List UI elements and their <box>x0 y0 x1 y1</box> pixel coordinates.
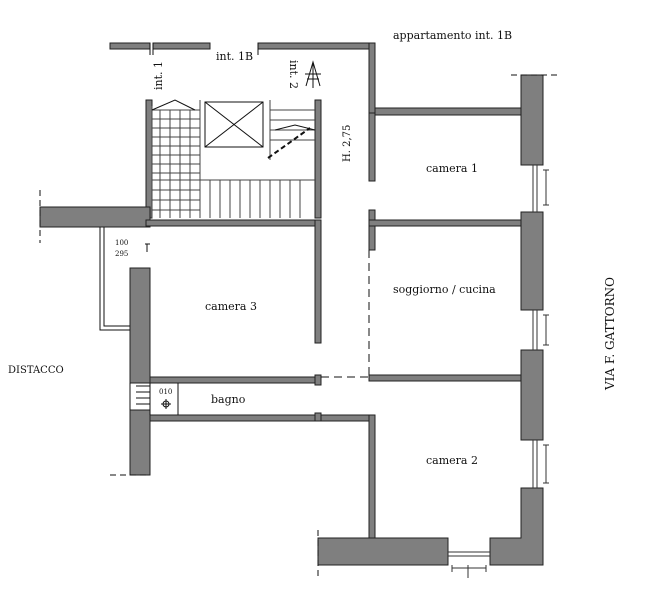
wall-soggiorno-bottom <box>368 374 522 382</box>
wall-camera1-bottom <box>368 219 522 227</box>
elevator-cross <box>204 101 264 148</box>
wall-stair-right <box>314 99 322 219</box>
landing-label: int. 1B <box>216 50 253 63</box>
wall-bagno-bottom <box>149 414 318 422</box>
room-camera3: camera 3 <box>205 300 257 313</box>
unit-right-label: int. 2 <box>287 60 300 89</box>
wall-soggiorno-left <box>368 225 376 251</box>
wall-landing-top-right <box>257 42 376 50</box>
street-label: VIA F. GATTORNO <box>603 277 617 391</box>
door-dimension-bottom: 295 <box>115 250 128 258</box>
walls <box>39 42 544 566</box>
labels: appartamento int. 1B int. 1B int. 1 int.… <box>8 29 617 467</box>
elevator-shaft <box>204 101 264 148</box>
vent-fan-icon <box>161 399 171 409</box>
stair-arrow <box>151 99 196 111</box>
door-dimension-top: 100 <box>115 239 128 247</box>
facade-windows <box>448 165 549 578</box>
wall-corridor-stub <box>314 374 322 386</box>
wall-corridor-top-right <box>368 42 376 114</box>
wall-camera2-bottom <box>317 537 449 566</box>
wall-stair-bottom <box>145 219 317 227</box>
wall-bagno-left <box>129 409 151 476</box>
wall-corridor-left <box>314 219 322 344</box>
wall-bagno-top <box>149 376 316 384</box>
room-camera1: camera 1 <box>426 162 478 175</box>
room-bagno: bagno <box>211 393 246 406</box>
stair-break-line <box>267 127 311 159</box>
height-note: H. 2,75 <box>342 125 353 162</box>
stair-steps <box>151 100 315 218</box>
wall-facade-4 <box>489 487 544 566</box>
wall-landing-top-left <box>109 42 151 50</box>
thin-lines <box>39 43 560 580</box>
wall-camera1-left <box>368 112 376 182</box>
wall-camera3-left <box>129 267 151 384</box>
wall-facade-2 <box>520 211 544 311</box>
room-camera2: camera 2 <box>426 454 478 467</box>
wall-left-block <box>39 206 151 228</box>
wall-facade-1 <box>520 74 544 166</box>
balcony-outline <box>103 227 130 327</box>
door-symbol <box>305 60 321 87</box>
wall-camera2-top <box>320 414 376 422</box>
plan-header: appartamento int. 1B <box>393 29 512 42</box>
room-soggiorno: soggiorno / cucina <box>393 283 496 296</box>
wall-corridor-stub-2 <box>314 412 322 422</box>
left-note: DISTACCO <box>8 365 64 376</box>
balcony-outline <box>99 227 130 331</box>
window-dimension: 010 <box>159 388 172 396</box>
wall-stair-left <box>145 99 153 219</box>
wall-facade-3 <box>520 349 544 441</box>
unit-left-label: int. 1 <box>152 61 165 90</box>
wall-camera1-top <box>374 107 528 116</box>
wall-camera2-left <box>368 414 376 546</box>
wall-landing-top-mid <box>152 42 211 50</box>
